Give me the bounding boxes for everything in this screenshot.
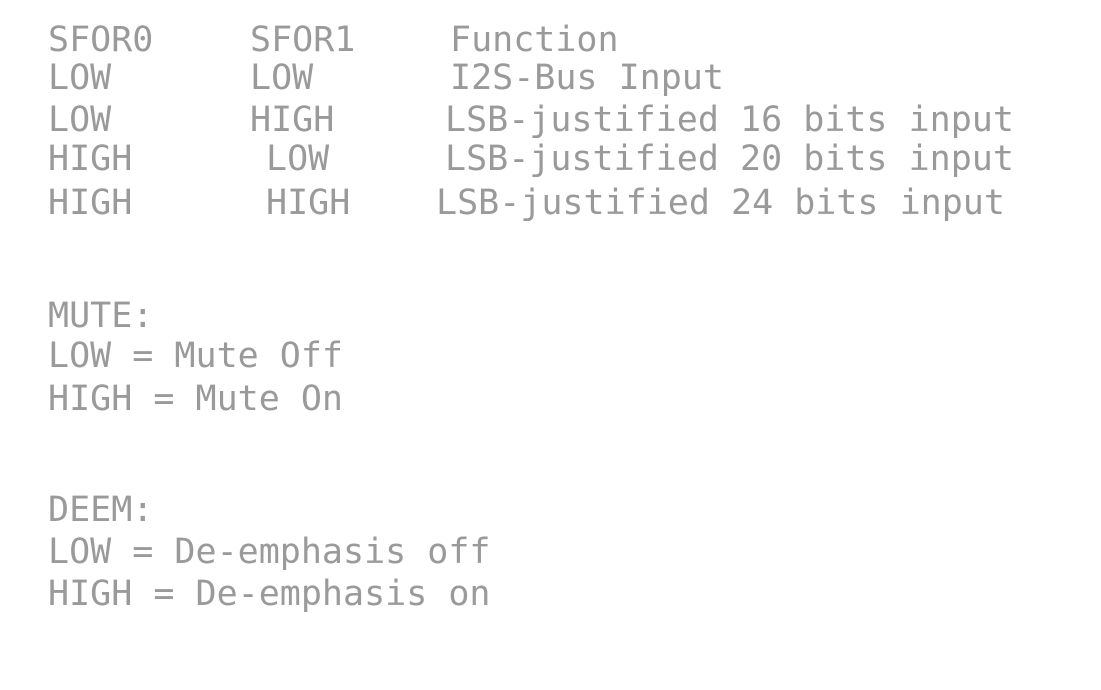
header-function: Function — [450, 20, 619, 60]
header-sfor0: SFOR0 — [48, 20, 154, 60]
row-sfor0-value: LOW — [48, 58, 112, 98]
row-function-value: LSB-justified 16 bits input — [445, 100, 1014, 140]
table-row: HIGH LOW LSB-justified 20 bits input — [0, 140, 1014, 330]
table-row: LOW HIGH LSB-justified 16 bits input — [0, 101, 1014, 291]
table-row: LOW LOW I2S-Bus Input — [0, 59, 724, 249]
row-sfor1-value: LOW — [266, 139, 330, 179]
table-row: HIGH HIGH LSB-justified 24 bits input — [0, 184, 1005, 374]
row-sfor1-value: HIGH — [250, 100, 335, 140]
mute-high: HIGH = Mute On — [48, 379, 344, 419]
row-function-value: LSB-justified 20 bits input — [445, 139, 1014, 179]
header-sfor1: SFOR1 — [250, 20, 356, 60]
row-function-value: LSB-justified 24 bits input — [436, 183, 1005, 223]
mute-title: MUTE: — [48, 296, 154, 336]
mute-low: LOW = Mute Off — [48, 336, 344, 376]
row-sfor0-value: HIGH — [48, 183, 133, 223]
deem-low: LOW = De-emphasis off — [48, 532, 491, 572]
row-sfor0-value: LOW — [48, 100, 112, 140]
deem-high: HIGH = De-emphasis on — [48, 574, 491, 614]
row-sfor1-value: LOW — [250, 58, 314, 98]
row-function-value: I2S-Bus Input — [450, 58, 724, 98]
row-sfor0-value: HIGH — [48, 139, 133, 179]
table-header: SFOR0 SFOR1 Function — [0, 21, 619, 211]
deem-title: DEEM: — [48, 490, 154, 530]
row-sfor1-value: HIGH — [266, 183, 351, 223]
